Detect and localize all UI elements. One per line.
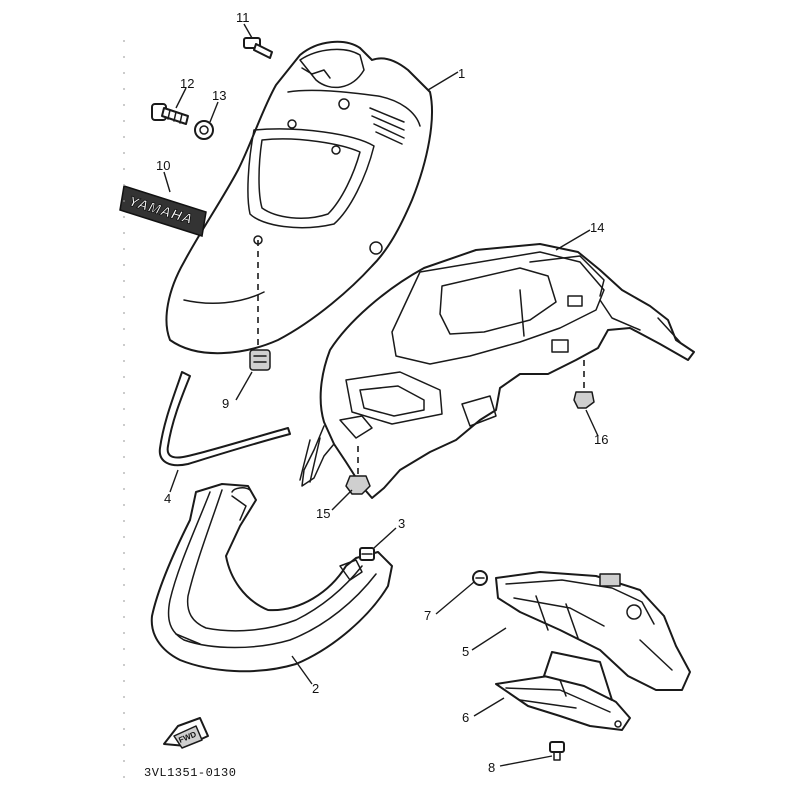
screw-8 [549,741,565,761]
callout-15: 15 [316,506,330,521]
lower-front-cover [150,483,393,673]
callout-4: 4 [164,491,171,506]
callout-9: 9 [222,396,229,411]
front-cover [165,40,433,355]
bolt-3 [359,547,375,561]
callout-5: 5 [462,644,469,659]
diagram-code: 3VL1351-0130 [144,766,236,780]
washer-13 [194,120,214,140]
side-cover [495,571,691,691]
grommet-9 [249,349,271,371]
bolt-7 [472,570,488,586]
callout-14: 14 [590,220,604,235]
callout-2: 2 [312,681,319,696]
forward-direction-arrow: FWD [163,717,209,749]
inner-guard [495,651,631,731]
callout-7: 7 [424,608,431,623]
callout-11: 11 [236,10,250,25]
callout-8: 8 [488,760,495,775]
callout-1: 1 [458,66,465,81]
leader-lines [163,23,599,767]
rear-fender-14 [299,243,695,499]
bolt-12 [151,103,189,125]
callout-16: 16 [594,432,608,447]
callout-12: 12 [180,76,194,91]
screw-11 [243,37,273,59]
callout-6: 6 [462,710,469,725]
seal-strip [158,371,291,467]
nut-16 [573,391,595,409]
callout-13: 13 [212,88,226,103]
callout-numbers: 1 2 3 4 5 6 7 8 9 10 11 12 13 14 15 16 [156,10,608,775]
yamaha-emblem: YAMAHA [119,185,207,237]
callout-10: 10 [156,158,170,173]
callout-3: 3 [398,516,405,531]
nut-15 [345,475,371,495]
